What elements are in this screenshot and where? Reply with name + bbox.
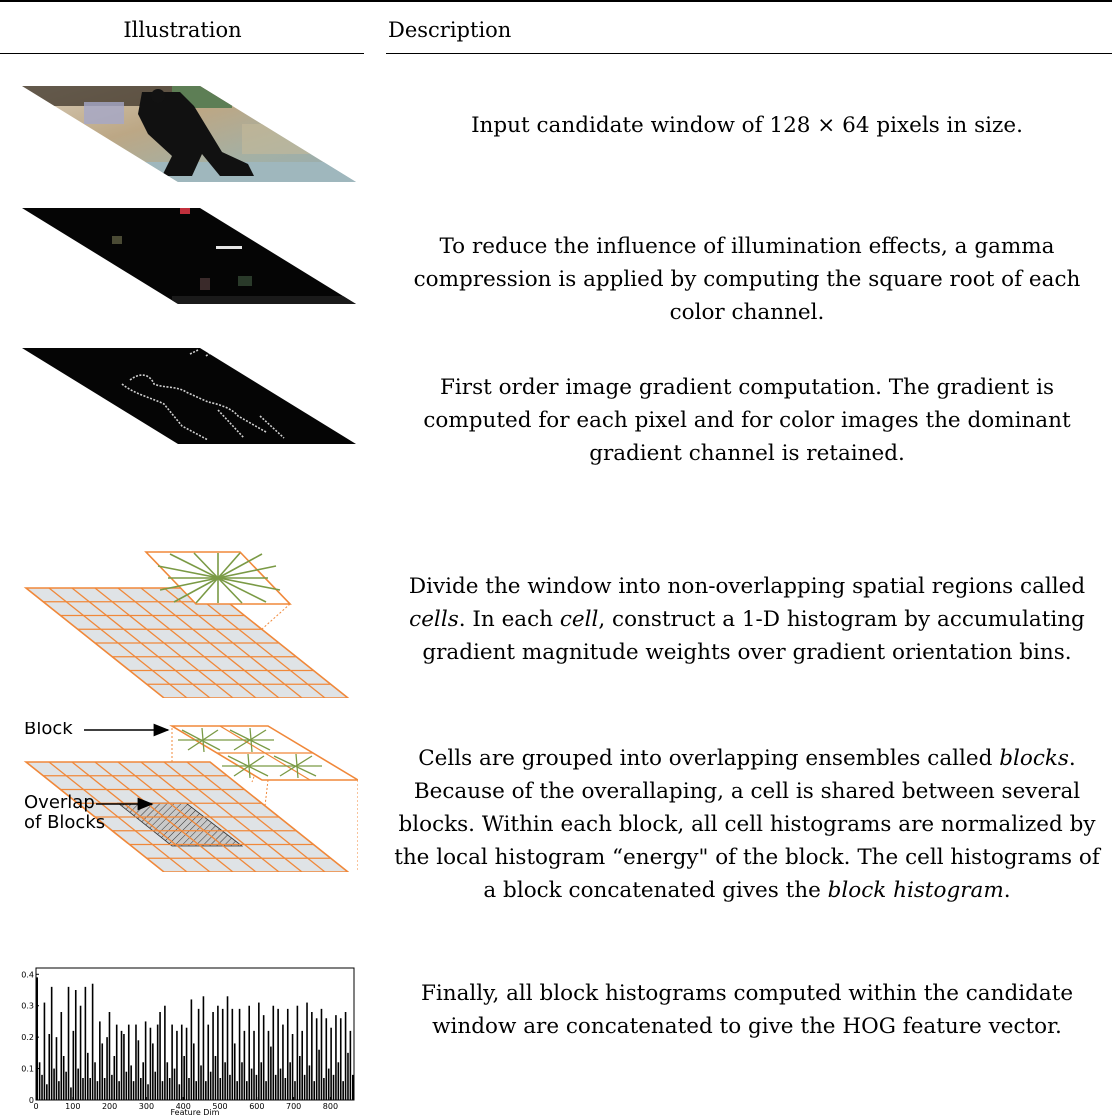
chart-bars [36, 977, 354, 1100]
chart-x-tick-label: 600 [249, 1102, 264, 1111]
cell-histogram [144, 551, 292, 605]
chart-y-ticks: 0 0.1 0.2 0.3 0.4 [21, 970, 39, 1105]
column-header-description: Description [388, 18, 512, 42]
description-cells: Divide the window into non-overlapping s… [408, 574, 1086, 665]
chart-x-axis-label: Feature Dim [171, 1108, 220, 1117]
header-rule-right [386, 53, 1112, 54]
chart-x-tick-label: 100 [65, 1102, 80, 1111]
top-rule [0, 0, 1112, 2]
block-cell-grid [23, 761, 350, 872]
header-rule-left [0, 53, 364, 54]
column-header-illustration: Illustration [123, 18, 242, 42]
description-hog: Finally, all block histograms computed w… [420, 981, 1074, 1039]
chart-x-ticks: 0 100 200 300 400 500 600 700 800 [33, 1097, 338, 1111]
description-input: Input candidate window of 128 × 64 pixel… [471, 113, 1023, 138]
block-label: Block [24, 722, 73, 739]
chart-y-tick-label: 0.1 [21, 1065, 34, 1074]
input-window-illustration [22, 86, 356, 182]
blocks-illustration: Block Overlap of Blocks [23, 722, 358, 872]
description-gradient: First order image gradient computation. … [423, 375, 1071, 466]
cell-grid [23, 587, 350, 698]
chart-x-tick-label: 800 [323, 1102, 338, 1111]
overlap-label-line1: Overlap [24, 792, 95, 813]
chart-y-tick-label: 0.2 [21, 1033, 34, 1042]
chart-x-tick-label: 300 [139, 1102, 154, 1111]
chart-y-tick-label: 0 [29, 1096, 34, 1105]
gamma-illustration [22, 208, 356, 304]
chart-x-tick-label: 500 [212, 1102, 227, 1111]
description-gamma: To reduce the influence of illumination … [413, 234, 1081, 325]
cells-illustration [23, 551, 350, 698]
chart-frame [35, 967, 355, 1101]
chart-y-tick-label: 0.4 [21, 970, 34, 979]
block-histograms [169, 725, 358, 781]
chart-x-tick-label: 400 [176, 1102, 191, 1111]
overlap-label-line2: of Blocks [24, 812, 105, 833]
chart-x-tick-label: 0 [33, 1102, 38, 1111]
chart-x-tick-label: 200 [102, 1102, 117, 1111]
chart-x-tick-label: 700 [286, 1102, 301, 1111]
description-blocks: Cells are grouped into overlapping ensem… [394, 746, 1100, 903]
chart-y-tick-label: 0.3 [21, 1002, 34, 1011]
gradient-illustration [22, 348, 356, 444]
